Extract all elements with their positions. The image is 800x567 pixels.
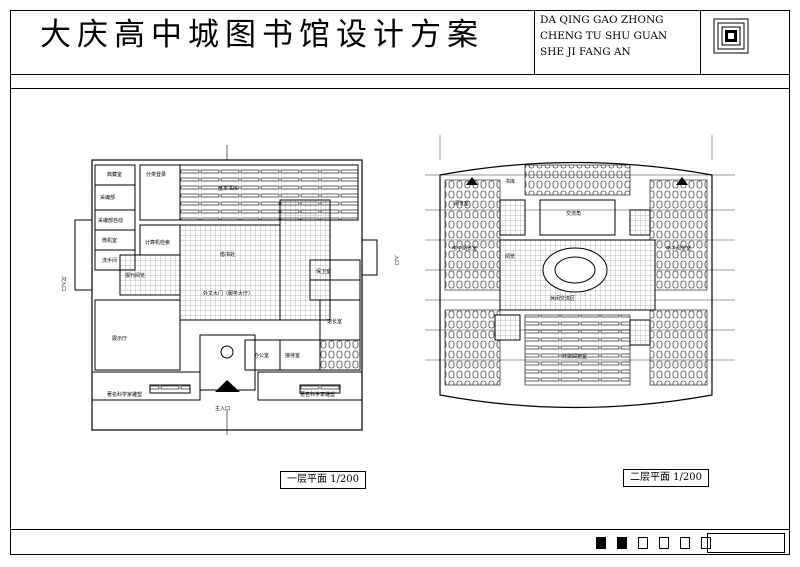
plan2-outline	[439, 161, 713, 409]
logo-icon	[713, 18, 749, 54]
plan2-room-label: 阅览室	[454, 200, 469, 207]
plan1-entrance-label: 次入口	[60, 276, 67, 291]
plan1-room-label: 微机室	[102, 237, 117, 244]
title-english-line: CHENG TU SHU GUAN	[540, 30, 668, 42]
plan2-room-label: 电子阅览室	[666, 245, 691, 252]
title-english-line: DA QING GAO ZHONG	[540, 14, 664, 26]
sheet-square-empty	[638, 537, 648, 549]
sheet-square-filled	[596, 537, 606, 549]
title-block	[10, 10, 790, 75]
plan1-entrance-label: 主入口	[215, 405, 230, 412]
plan1-room-label: 接待室	[285, 352, 300, 359]
plan1-room-label: 外文大门（服务大厅）	[203, 290, 253, 297]
sheet-square-filled	[617, 537, 627, 549]
title-divider	[10, 10, 11, 75]
sheet-square-empty	[701, 537, 711, 549]
plan1-room-label: 著名科学家雕塑	[107, 391, 142, 398]
plan1-room-label: 基本书库	[218, 185, 238, 192]
sheet-square-empty	[659, 537, 669, 549]
title-divider	[700, 10, 701, 75]
title-chinese: 大庆高中城图书馆设计方案	[40, 17, 484, 53]
plan1-room-label: 馆长室	[327, 318, 342, 325]
sheet-border	[10, 10, 790, 555]
sheet-square-empty	[680, 537, 690, 549]
plan2-room-label: 电子阅览室	[452, 245, 477, 252]
plan2-room-label: 交流角	[566, 210, 581, 217]
plan1-room-label: 计算机检索	[145, 239, 170, 246]
plan2-entrance-label: 入口	[393, 255, 399, 265]
plan2-room-label: 休闲交流区	[550, 295, 575, 302]
plan1-room-label: 借书处	[220, 251, 235, 258]
plan1-room-label: 分类登录	[146, 171, 166, 178]
sheet-number-box	[707, 533, 785, 553]
plan2-room-label: 阅览	[505, 253, 515, 260]
plan1-room-label: 报刊阅览	[125, 272, 145, 279]
plan2-room-label: 开架阅览室	[562, 353, 587, 360]
plan1-room-label: 典藏室	[107, 171, 122, 178]
plan1-room-label: 洗手间	[102, 257, 117, 264]
plan1-room-label: 采编部自动	[98, 217, 123, 224]
drawing-area	[10, 88, 790, 530]
plan2-room-label: 书库	[505, 178, 515, 185]
title-english: DA QING GAO ZHONG CHENG TU SHU GUAN SHE …	[540, 12, 690, 60]
plan1-room-label: 采编部	[100, 194, 115, 201]
plan1-caption: 一层平面 1/200	[280, 471, 366, 489]
title-divider	[534, 10, 535, 75]
plan1-room-label: 著名科学家雕塑	[300, 391, 335, 398]
plan1-room-label: 展示厅	[112, 336, 127, 342]
plan1-room-label: 办公室	[254, 352, 269, 359]
title-english-line: SHE JI FANG AN	[540, 46, 631, 58]
plan1-room-label: 保卫室	[316, 268, 331, 275]
plan2-caption: 二层平面 1/200	[623, 469, 709, 487]
